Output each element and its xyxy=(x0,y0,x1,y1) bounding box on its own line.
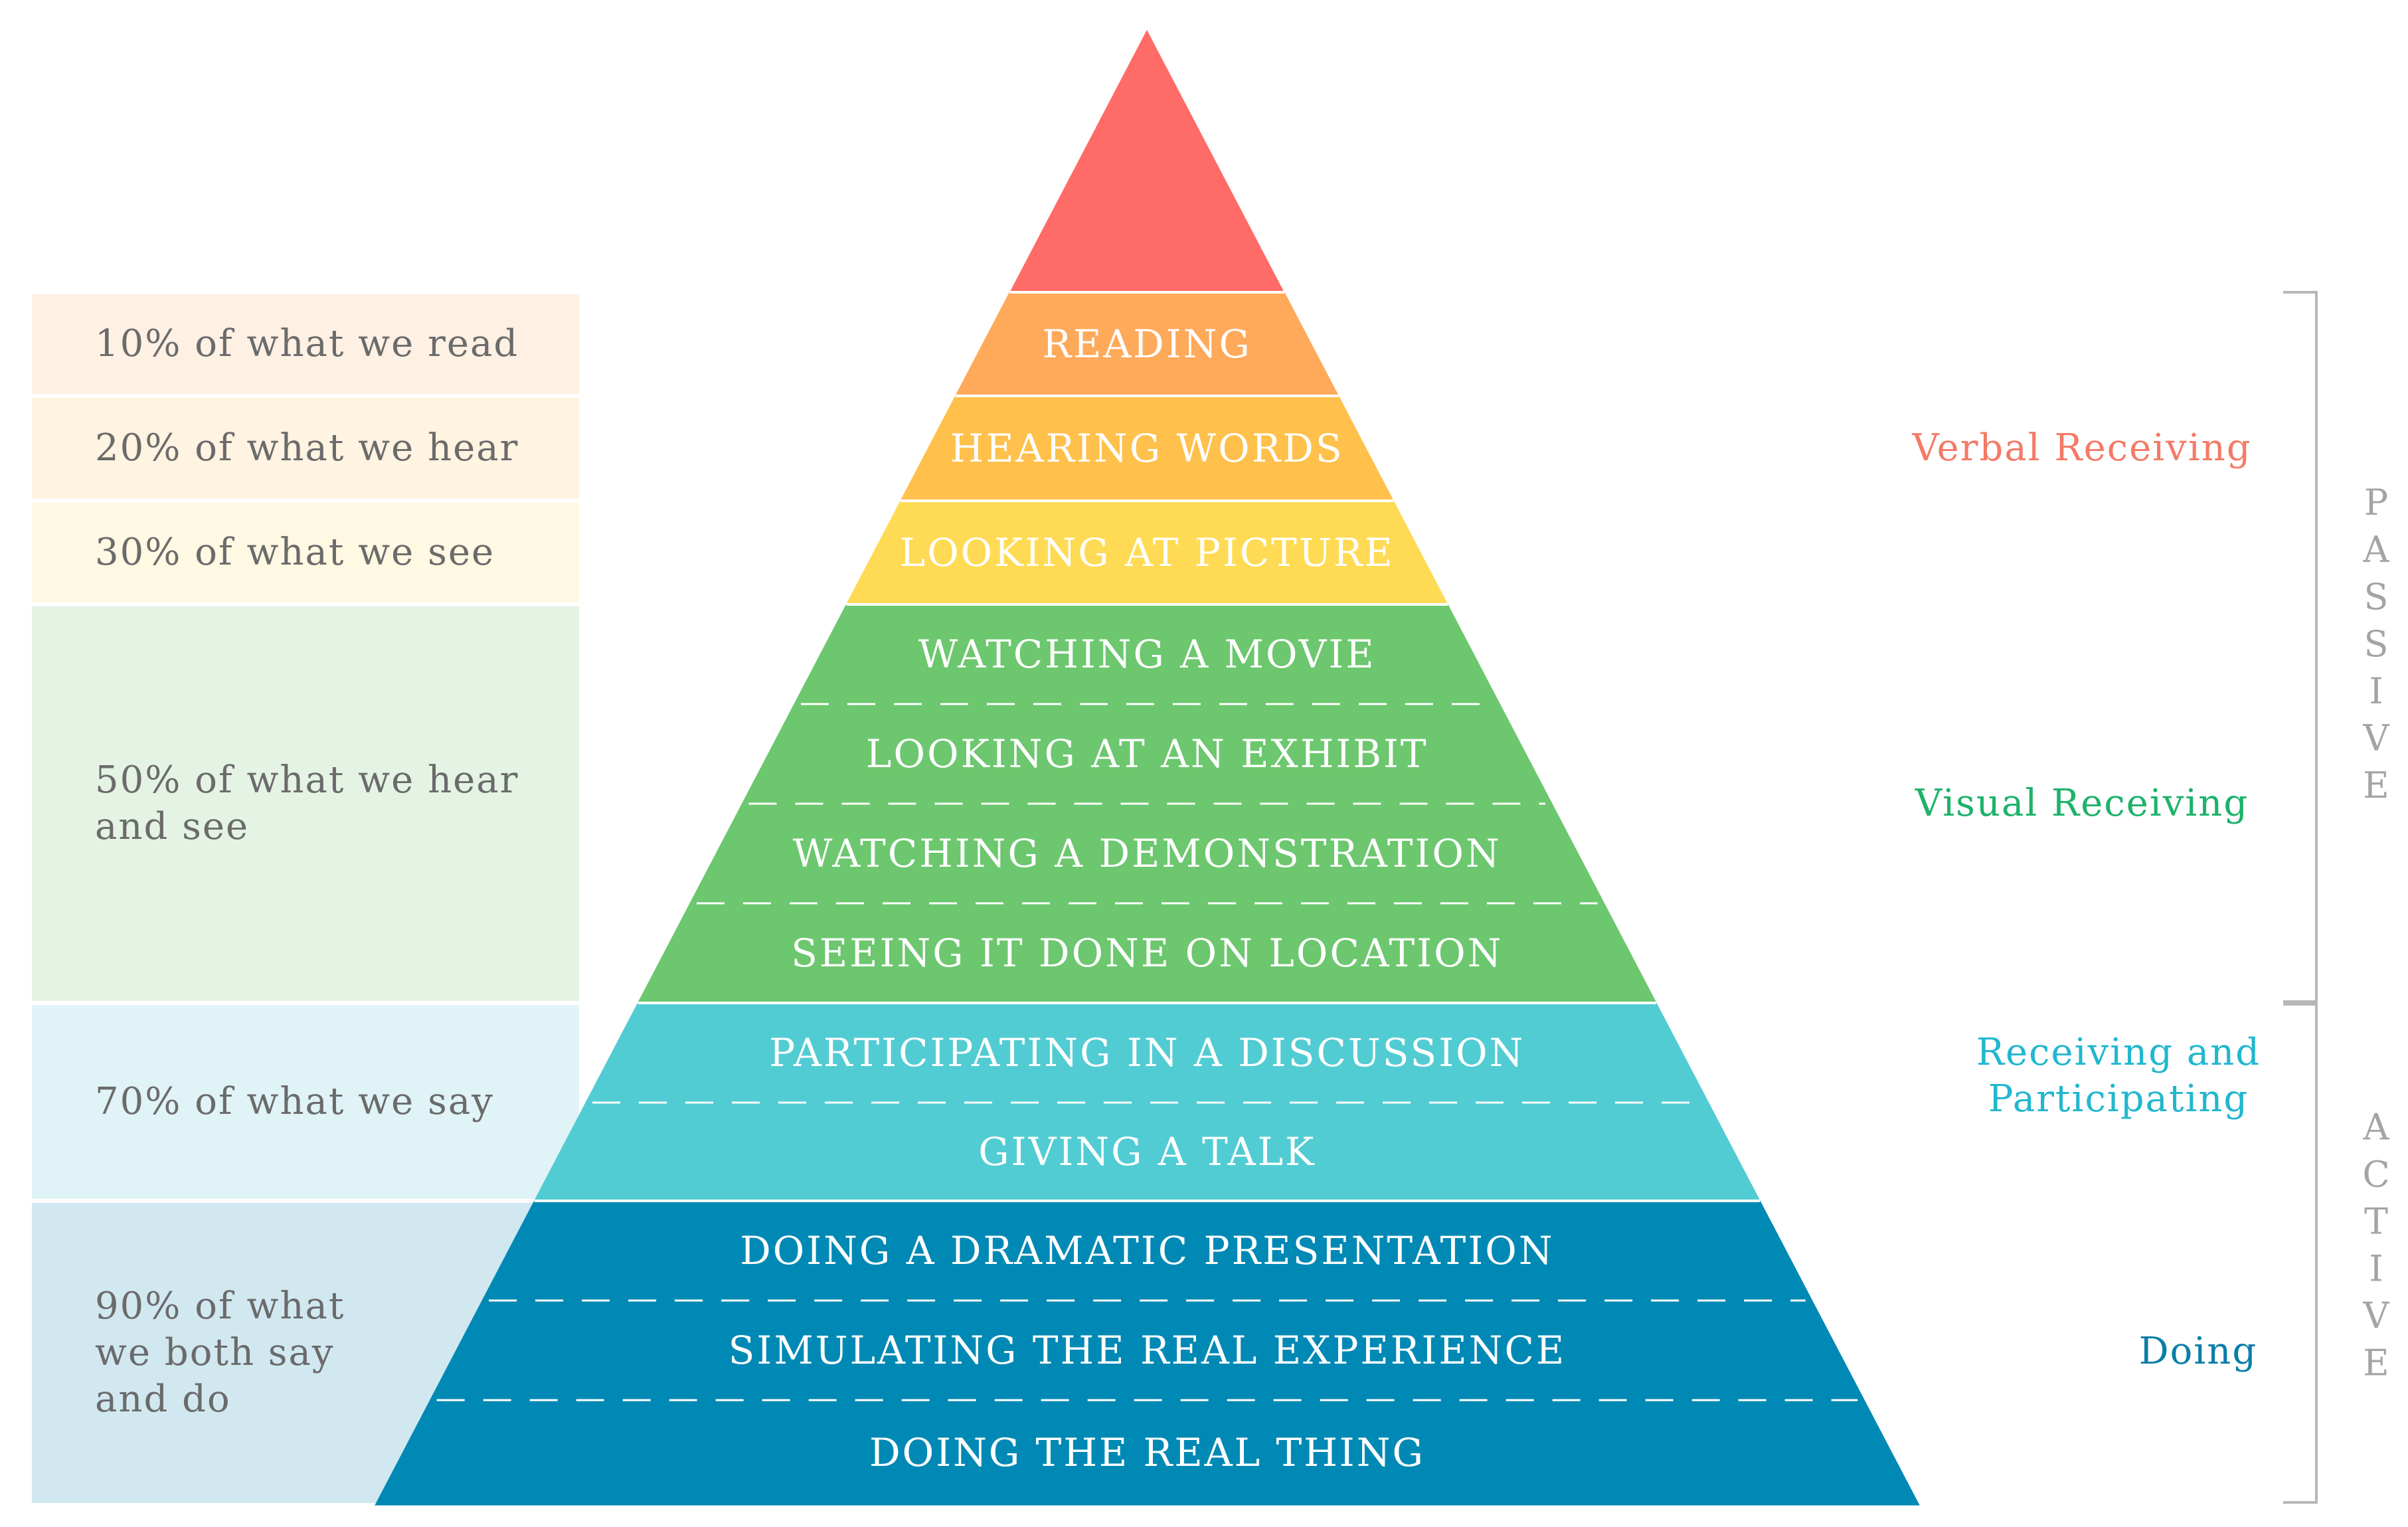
mode-bracket xyxy=(2283,291,2318,1003)
retention-box xyxy=(32,1005,579,1199)
band-label: DOING THE REAL THING xyxy=(869,1430,1425,1475)
band-label: READING xyxy=(1042,321,1251,367)
band-label: SIMULATING THE REAL EXPERIENCE xyxy=(729,1328,1567,1373)
retention-text: 90% of what xyxy=(95,1285,345,1328)
learning-pyramid: READING HEARING WORDS LOOKING AT PICTURE WA… xyxy=(375,30,1920,1506)
retention-text: 20% of what we hear xyxy=(95,426,519,470)
retention-text: 70% of what we say xyxy=(95,1080,494,1123)
retention-text: and see xyxy=(95,805,249,848)
band-label: SEEING IT DONE ON LOCATION xyxy=(791,931,1503,976)
retention-box xyxy=(32,398,579,499)
category-label: Doing xyxy=(2139,1330,2257,1373)
band-label: WATCHING A MOVIE xyxy=(918,632,1376,677)
retention-box xyxy=(32,606,579,1001)
retention-text: 10% of what we read xyxy=(95,322,519,365)
band-label: LOOKING AT AN EXHIBIT xyxy=(866,731,1428,776)
band-label: DOING A DRAMATIC PRESENTATION xyxy=(740,1228,1554,1273)
category-label: Participating xyxy=(1988,1077,2249,1121)
retention-box xyxy=(32,294,579,394)
pyramid-apex xyxy=(1009,30,1284,292)
band-label: PARTICIPATING IN A DISCUSSION xyxy=(769,1030,1525,1075)
retention-box xyxy=(32,503,579,602)
band-label: GIVING A TALK xyxy=(978,1129,1316,1174)
mode-bracket xyxy=(2283,1003,2318,1504)
category-label: Verbal Receiving xyxy=(1911,426,2251,470)
retention-text: 30% of what we see xyxy=(95,531,495,574)
retention-text: 50% of what we hear xyxy=(95,759,519,802)
category-label: Visual Receiving xyxy=(1915,782,2249,825)
retention-text: we both say xyxy=(95,1331,335,1374)
category-label: Receiving and xyxy=(1976,1031,2261,1074)
band-label: HEARING WORDS xyxy=(950,426,1344,471)
band-label: DOING THE REAL THING xyxy=(869,1430,1425,1475)
band-label: LOOKING AT PICTURE xyxy=(900,530,1395,575)
retention-text: and do xyxy=(95,1378,231,1421)
band-label: WATCHING A DEMONSTRATION xyxy=(793,831,1502,876)
